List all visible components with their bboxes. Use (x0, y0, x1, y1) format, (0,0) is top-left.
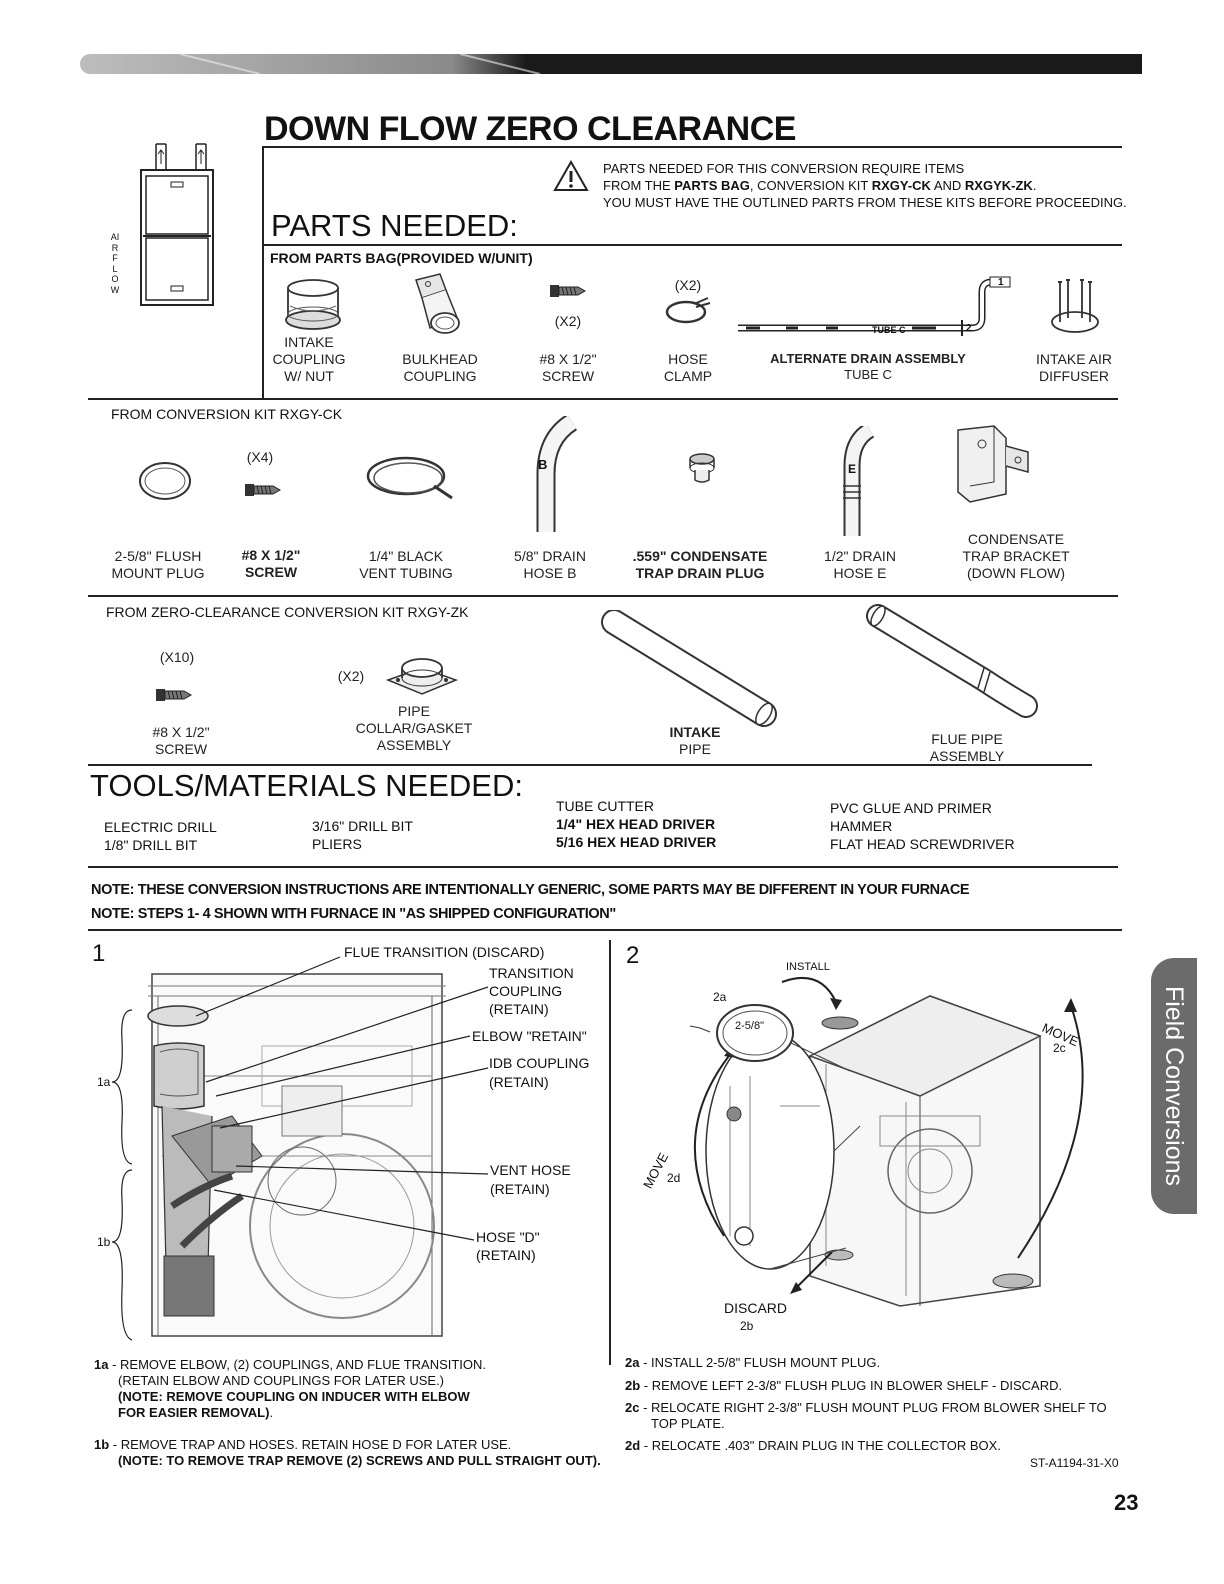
hose-e-mark: E (848, 462, 857, 476)
callout-install: INSTALL (786, 961, 830, 973)
callout-hose-d: HOSE "D"(RETAIN) (476, 1229, 540, 1263)
callout-flue-transition: FLUE TRANSITION (DISCARD) (344, 944, 545, 960)
kit-ck-flush-plug: 2-5/8" FLUSH MOUNT PLUG (111, 548, 205, 581)
note-generic: NOTE: THESE CONVERSION INSTRUCTIONS ARE … (91, 882, 970, 898)
callout-1b: 1b (97, 1235, 111, 1249)
condensate-trap-bracket-icon (954, 424, 1034, 508)
parts-bag-alternate-drain: ALTERNATE DRAIN ASSEMBLY TUBE C (770, 351, 966, 382)
flue-pipe-assembly-icon (866, 604, 1042, 728)
instruction-2a: 2a - INSTALL 2-5/8" FLUSH MOUNT PLUG. (625, 1355, 881, 1370)
kit-zk-heading: FROM ZERO-CLEARANCE CONVERSION KIT RXGY-… (106, 604, 469, 620)
tube-marker-1: 1 (998, 277, 1004, 288)
hose-b-mark: B (538, 457, 548, 472)
kit-zk-pipe-collar: PIPE COLLAR/GASKET ASSEMBLY (355, 703, 473, 753)
vent-tubing-icon (364, 452, 456, 502)
callout-elbow: ELBOW "RETAIN" (472, 1028, 587, 1044)
bulkhead-coupling-icon (408, 272, 468, 342)
callout-2b: 2b (740, 1319, 754, 1333)
parts-needed-heading: PARTS NEEDED: (271, 208, 518, 243)
parts-bag-screw: #8 X 1/2" SCREW (539, 351, 597, 384)
kit-ck-drain-hose-b: 5/8" DRAIN HOSE B (514, 548, 586, 581)
screw-icon (154, 686, 194, 704)
note-steps: NOTE: STEPS 1- 4 SHOWN WITH FURNACE IN "… (91, 906, 616, 922)
side-tab-field-conversions (1151, 958, 1197, 1214)
callout-vent-hose: VENT HOSE(RETAIN) (490, 1162, 571, 1197)
parts-bag-hose-clamp: HOSE CLAMP (663, 351, 713, 384)
page-number: 23 (1114, 1490, 1139, 1515)
callout-discard: DISCARD (724, 1300, 788, 1316)
instruction-1a: 1a - REMOVE ELBOW, (2) COUPLINGS, AND FL… (94, 1357, 487, 1420)
kit-ck-trap-drain-plug: .559" CONDENSATE TRAP DRAIN PLUG (632, 548, 768, 581)
callout-plug-size: 2-5/8" (735, 1020, 764, 1032)
header-bar (80, 53, 1142, 75)
kit-zk-flue-pipe: FLUE PIPE ASSEMBLY (929, 731, 1005, 764)
step-2-furnace-drawing (630, 966, 1050, 1326)
kit-zk-screw-qty: (X10) (159, 649, 195, 665)
kit-ck-drain-hose-e: 1/2" DRAIN HOSE E (824, 548, 896, 581)
screw-icon (243, 481, 283, 499)
kit-zk-screw: #8 X 1/2" SCREW (152, 724, 210, 757)
kit-ck-heading: FROM CONVERSION KIT RXGY-CK (111, 406, 343, 422)
kit-ck-condensate-bracket: CONDENSATE TRAP BRACKET (DOWN FLOW) (962, 531, 1070, 581)
parts-bag-hose-clamp-qty: (X2) (674, 277, 702, 293)
kit-zk-pipe-collar-qty: (X2) (337, 668, 365, 684)
pipe-collar-icon (384, 646, 460, 698)
step-1-number: 1 (92, 940, 106, 967)
tube-c-print: TUBE C (872, 325, 906, 335)
step-1-callout-lines (111, 956, 489, 1341)
parts-bag-intake-air-diffuser: INTAKE AIR DIFFUSER (1036, 351, 1112, 384)
tools-heading: TOOLS/MATERIALS NEEDED: (90, 768, 523, 803)
callout-2d: 2d (667, 1171, 681, 1185)
drain-hose-b-icon (526, 416, 586, 536)
instruction-1b: 1b - REMOVE TRAP AND HOSES. RETAIN HOSE … (94, 1437, 601, 1468)
flush-mount-plug-icon (138, 460, 192, 502)
airflow-label: AIRFLOW (110, 232, 120, 295)
parts-bag-bulkhead-coupling: BULKHEAD COUPLING (402, 351, 478, 384)
intake-pipe-icon (600, 610, 778, 728)
screw-icon (548, 282, 588, 300)
trap-drain-plug-icon (686, 452, 718, 486)
callout-1a: 1a (97, 1075, 111, 1089)
flush-plug-2a-icon (714, 1002, 796, 1064)
intake-coupling-icon (282, 276, 344, 336)
warning-icon (553, 160, 589, 192)
callout-2c: 2c (1053, 1041, 1066, 1055)
warning-text: PARTS NEEDED FOR THIS CONVERSION REQUIRE… (603, 161, 1127, 210)
step-2-number: 2 (626, 942, 640, 969)
parts-bag-heading: FROM PARTS BAG(PROVIDED W/UNIT) (270, 250, 533, 266)
instruction-2b: 2b - REMOVE LEFT 2-3/8" FLUSH PLUG IN BL… (625, 1378, 1063, 1393)
tube-marker-2: 2 (966, 323, 972, 334)
alternate-drain-tube-icon (736, 276, 1016, 342)
side-tab-label: Field Conversions (1160, 985, 1188, 1187)
instruction-2c: 2c - RELOCATE RIGHT 2-3/8" FLUSH MOUNT P… (625, 1400, 1107, 1431)
step-2-arrows (693, 977, 1084, 1294)
callout-idb-coupling: IDB COUPLING(RETAIN) (489, 1055, 590, 1090)
intake-air-diffuser-icon (1048, 278, 1102, 336)
parts-bag-screw-qty: (X2) (554, 313, 582, 329)
airflow-furnace-icon (108, 140, 228, 310)
kit-ck-screw: #8 X 1/2" SCREW (241, 547, 301, 580)
kit-ck-screw-qty: (X4) (246, 449, 274, 465)
callout-2a: 2a (713, 990, 727, 1004)
page-title: DOWN FLOW ZERO CLEARANCE (264, 110, 796, 148)
parts-bag-intake-coupling: INTAKE COUPLING W/ NUT (272, 334, 346, 384)
document-code: ST-A1194-31-X0 (1030, 1456, 1119, 1470)
instruction-2d: 2d - RELOCATE .403" DRAIN PLUG IN THE CO… (625, 1438, 1001, 1453)
kit-ck-vent-tubing: 1/4" BLACK VENT TUBING (359, 548, 453, 581)
step-1-furnace-drawing (112, 966, 452, 1346)
kit-zk-intake-pipe: INTAKE PIPE (669, 724, 721, 757)
drain-hose-e-icon (834, 426, 878, 538)
hose-clamp-icon (664, 296, 712, 326)
